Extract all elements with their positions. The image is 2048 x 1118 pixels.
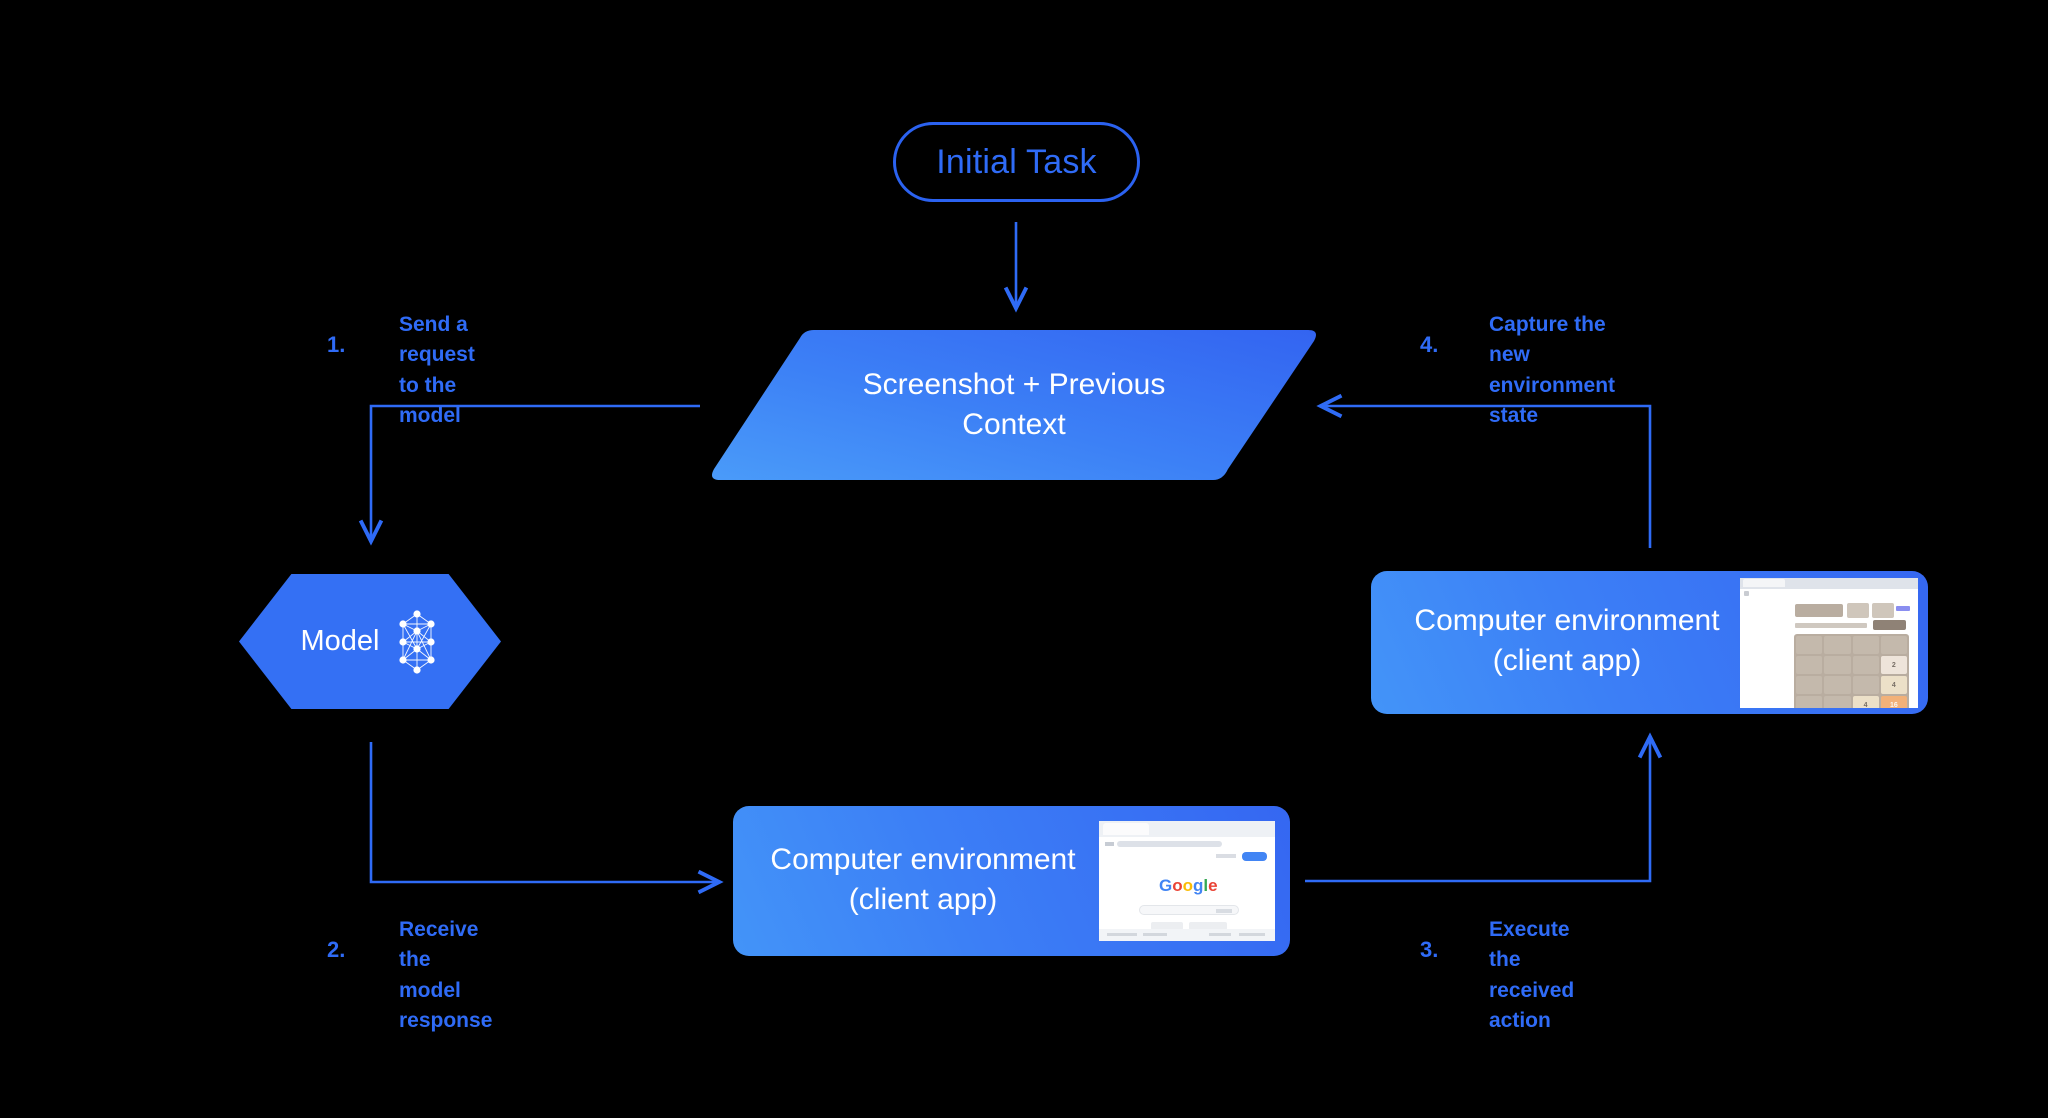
- tile-cell: [1852, 656, 1879, 674]
- tile-value: 2: [1891, 661, 1896, 669]
- model-label: Model: [300, 625, 380, 657]
- header-link-1: [1896, 606, 1910, 611]
- tile-cell: [1796, 636, 1823, 654]
- tile-cell: 16: [1880, 696, 1907, 709]
- game-grid: 2 4 4 16: [1794, 634, 1909, 708]
- step-number: 2.: [327, 937, 346, 962]
- best-score-box: [1872, 603, 1894, 618]
- tile-cell: [1880, 636, 1907, 654]
- tile-cell: [1852, 676, 1879, 694]
- page-footer: [1099, 929, 1275, 941]
- tile-cell: [1824, 676, 1851, 694]
- svg-text:Google: Google: [1159, 876, 1218, 895]
- footer-link: [1239, 933, 1265, 936]
- game-title-block: [1795, 604, 1843, 617]
- footer-link: [1107, 933, 1137, 936]
- arrow-3-bottom-env-to-right-env: [1305, 732, 1663, 883]
- browser-topbar: [1740, 578, 1918, 589]
- tile-cell: [1796, 676, 1823, 694]
- tile-cell: [1796, 656, 1823, 674]
- node-initial-task[interactable]: Initial Task: [893, 122, 1140, 202]
- initial-task-label: Initial Task: [936, 142, 1097, 181]
- step-number: 1.: [327, 332, 346, 357]
- footer-link: [1209, 933, 1231, 936]
- arrow-2-model-to-bottom-env: [369, 742, 724, 895]
- env-bottom-label: Computer environment (client app): [770, 843, 1076, 916]
- header-links: [1216, 854, 1236, 858]
- tile-cell: 4: [1852, 696, 1879, 709]
- step-text: Receive the model response: [399, 918, 493, 1033]
- tile-cell: [1796, 696, 1823, 708]
- sign-in-button[interactable]: [1242, 852, 1267, 861]
- browser-tab: [1103, 823, 1149, 835]
- node-computer-environment-right[interactable]: Computer environment (client app): [1371, 571, 1928, 714]
- tile-cell: [1824, 696, 1851, 708]
- tile-cell: [1852, 636, 1879, 654]
- thumbnail-google-search: Google: [1099, 821, 1275, 941]
- google-search-button[interactable]: [1151, 922, 1183, 930]
- step-number: 4.: [1420, 332, 1439, 357]
- tile-cell: 4: [1880, 676, 1907, 694]
- step-text: Capture the new environment state: [1489, 313, 1616, 428]
- game-subtitle: [1795, 623, 1867, 628]
- step-text: Execute the received action: [1489, 918, 1575, 1033]
- step-text: Send a request to the model: [399, 313, 475, 428]
- context-node-label: Screenshot + Previous Context: [862, 368, 1166, 441]
- tile-value: 4: [1863, 701, 1868, 709]
- omnibox-nav-icons: [1105, 842, 1114, 846]
- neural-network-icon: [398, 609, 435, 674]
- omnibox-url-text: [1117, 841, 1222, 847]
- browser-urlbar: [1742, 590, 1913, 597]
- new-game-button[interactable]: [1873, 620, 1906, 630]
- node-screenshot-previous-context[interactable]: Screenshot + Previous Context: [708, 330, 1320, 480]
- tile-cell: [1824, 636, 1851, 654]
- browser-favicon-icon: [1744, 591, 1749, 596]
- google-logo-icon: Google: [1159, 876, 1218, 895]
- footer-link: [1143, 933, 1167, 936]
- thumbnail-2048-game: 2 4 4 16: [1740, 578, 1918, 708]
- env-right-label: Computer environment (client app): [1414, 604, 1720, 677]
- browser-tab: [1743, 579, 1785, 587]
- google-search-input[interactable]: [1139, 905, 1239, 915]
- parallelogram-shape: [712, 330, 1316, 480]
- tile-value: 16: [1889, 701, 1898, 709]
- tile-cell: [1824, 656, 1851, 674]
- feeling-lucky-button[interactable]: [1189, 922, 1227, 930]
- tile-cell: 2: [1880, 656, 1907, 674]
- hexagon-shape: [239, 574, 501, 709]
- tile-value: 4: [1891, 681, 1896, 689]
- search-tools-icon: [1216, 909, 1232, 913]
- node-model[interactable]: Model: [239, 574, 501, 709]
- step-number: 3.: [1420, 937, 1439, 962]
- score-box: [1847, 603, 1869, 618]
